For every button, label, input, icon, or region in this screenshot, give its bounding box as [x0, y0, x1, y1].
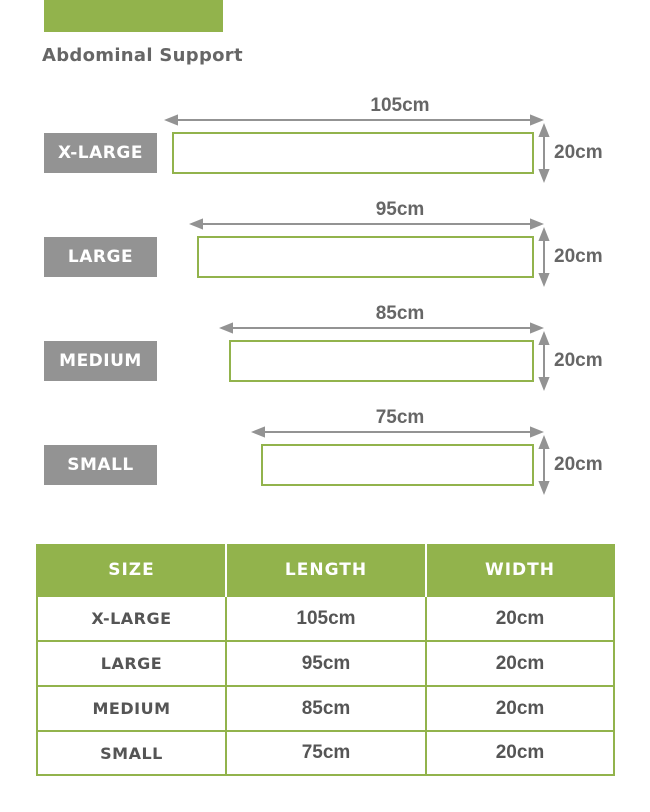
cell-length: 85cm: [225, 685, 427, 732]
width-label-medium: 20cm: [554, 350, 603, 371]
cell-size: LARGE: [36, 640, 227, 687]
table-row: SMALL 75cm 20cm: [36, 730, 615, 776]
cell-size: X-LARGE: [36, 595, 227, 642]
size-table: SIZE LENGTH WIDTH X-LARGE 105cm 20cm LAR…: [36, 544, 615, 776]
cell-length: 75cm: [225, 730, 427, 776]
header-size: SIZE: [36, 544, 227, 596]
table-row: MEDIUM 85cm 20cm: [36, 685, 615, 732]
cell-width: 20cm: [425, 640, 615, 687]
length-label-medium: 85cm: [376, 303, 425, 324]
width-label-xlarge: 20cm: [554, 142, 603, 163]
length-label-small: 75cm: [376, 407, 425, 428]
width-label-large: 20cm: [554, 246, 603, 267]
table-row: LARGE 95cm 20cm: [36, 640, 615, 687]
table-row: X-LARGE 105cm 20cm: [36, 595, 615, 642]
header-width: WIDTH: [425, 544, 615, 596]
length-label-xlarge: 105cm: [370, 95, 429, 116]
size-label-small: SMALL: [44, 445, 157, 485]
size-label-medium: MEDIUM: [44, 341, 157, 381]
strap-large: [197, 236, 534, 278]
size-label-large: LARGE: [44, 237, 157, 277]
size-diagram: 105cm 20cm 95cm 20cm 85cm 20cm 75cm 20cm: [164, 95, 603, 495]
length-label-large: 95cm: [376, 199, 425, 220]
header-length: LENGTH: [225, 544, 427, 596]
product-title: Abdominal Support: [42, 45, 243, 66]
diagram-row-small: 75cm 20cm: [251, 407, 603, 495]
cell-size: MEDIUM: [36, 685, 227, 732]
header-accent-bar: [44, 0, 223, 32]
cell-width: 20cm: [425, 595, 615, 642]
strap-xlarge: [172, 132, 534, 174]
diagram-row-medium: 85cm 20cm: [219, 303, 603, 391]
cell-width: 20cm: [425, 685, 615, 732]
cell-size: SMALL: [36, 730, 227, 776]
table-header-row: SIZE LENGTH WIDTH: [36, 544, 615, 596]
width-label-small: 20cm: [554, 454, 603, 475]
cell-width: 20cm: [425, 730, 615, 776]
strap-medium: [229, 340, 534, 382]
diagram-row-large: 95cm 20cm: [189, 199, 603, 287]
cell-length: 95cm: [225, 640, 427, 687]
size-label-xlarge: X-LARGE: [44, 133, 157, 173]
diagram-row-xlarge: 105cm 20cm: [164, 95, 603, 183]
strap-small: [261, 444, 534, 486]
cell-length: 105cm: [225, 595, 427, 642]
